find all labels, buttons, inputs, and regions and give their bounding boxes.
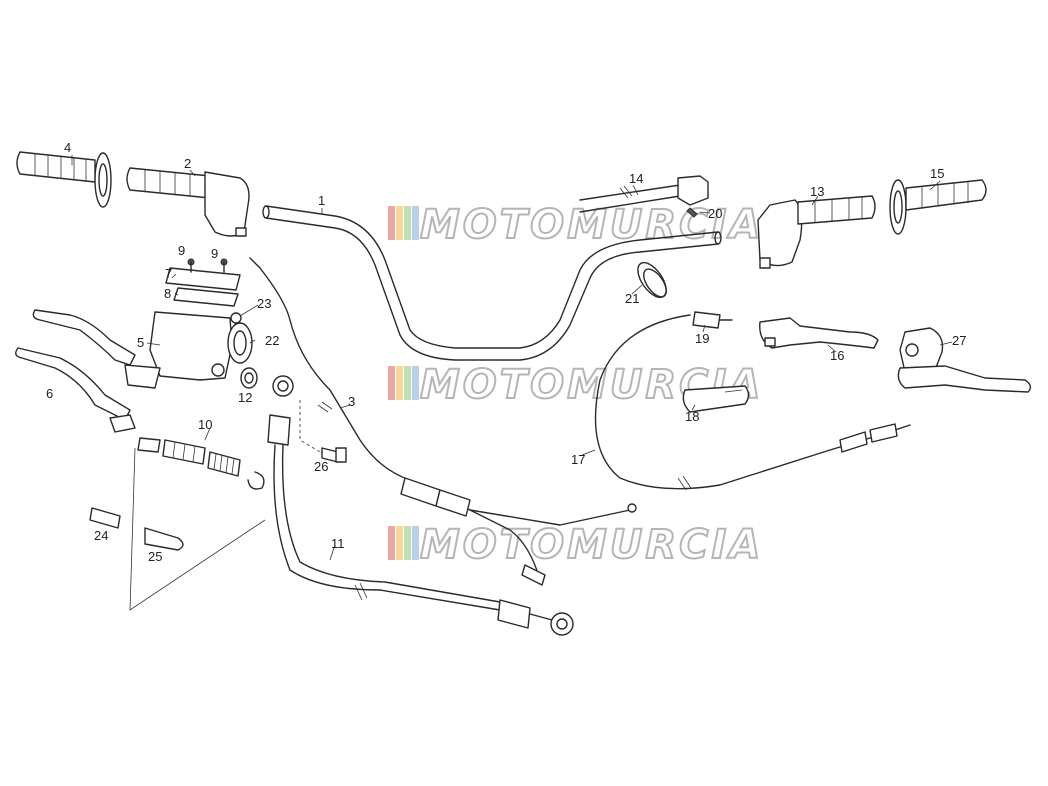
label-7: 7: [165, 266, 172, 281]
label-24: 24: [94, 528, 108, 543]
label-2: 2: [184, 156, 191, 171]
switch-icon: [757, 195, 876, 269]
brake-lever-icon: [32, 309, 136, 366]
watermark-bottom: MOTOMURCIA: [388, 521, 763, 569]
switch-icon: [579, 175, 709, 218]
label-9b: 9: [211, 246, 218, 261]
label-13: 13: [810, 184, 824, 199]
brake-hose-icon: [267, 375, 574, 636]
part-labels: 1 2 3 4 5 6 7 8 9 9 10 11 12 13 14 15 16…: [46, 140, 966, 564]
leader-lines: [71, 155, 953, 561]
label-27: 27: [952, 333, 966, 348]
label-21: 21: [625, 291, 639, 306]
label-16: 16: [830, 348, 844, 363]
grip-icon: [16, 151, 112, 208]
label-17: 17: [571, 452, 585, 467]
throttle-grip-icon: [126, 167, 250, 237]
label-5: 5: [137, 335, 144, 350]
bolt-icon: [682, 385, 750, 413]
label-6: 6: [46, 386, 53, 401]
clamp-icon: [637, 261, 667, 299]
label-19: 19: [695, 331, 709, 346]
label-12: 12: [238, 390, 252, 405]
label-22: 22: [265, 333, 279, 348]
piston-kit-icon: [129, 437, 266, 611]
grip-icon: [889, 179, 987, 235]
label-20: 20: [708, 206, 722, 221]
brake-lever-icon: [15, 347, 136, 433]
label-18: 18: [685, 409, 699, 424]
label-10: 10: [198, 417, 212, 432]
bolt-icon: [321, 447, 347, 463]
label-9a: 9: [178, 243, 185, 258]
label-26: 26: [314, 459, 328, 474]
label-14: 14: [629, 171, 643, 186]
svg-text:MOTOMURCIA: MOTOMURCIA: [420, 362, 763, 408]
label-8: 8: [164, 286, 171, 301]
washer-icon: [240, 367, 258, 389]
label-25: 25: [148, 549, 162, 564]
label-3: 3: [348, 394, 355, 409]
cable-icon: [249, 257, 637, 586]
master-cylinder-icon: [124, 258, 253, 389]
label-15: 15: [930, 166, 944, 181]
handlebar-icon: [262, 205, 722, 361]
label-11: 11: [331, 536, 345, 551]
cable-icon: [594, 311, 911, 491]
bolt-icon: [89, 507, 184, 551]
brake-lever-icon: [759, 317, 879, 349]
label-1: 1: [318, 193, 325, 208]
brake-lever-icon: [897, 327, 1032, 393]
svg-text:MOTOMURCIA: MOTOMURCIA: [420, 522, 763, 568]
label-4: 4: [64, 140, 71, 155]
watermark-middle: MOTOMURCIA: [388, 361, 763, 409]
label-23: 23: [257, 296, 271, 311]
